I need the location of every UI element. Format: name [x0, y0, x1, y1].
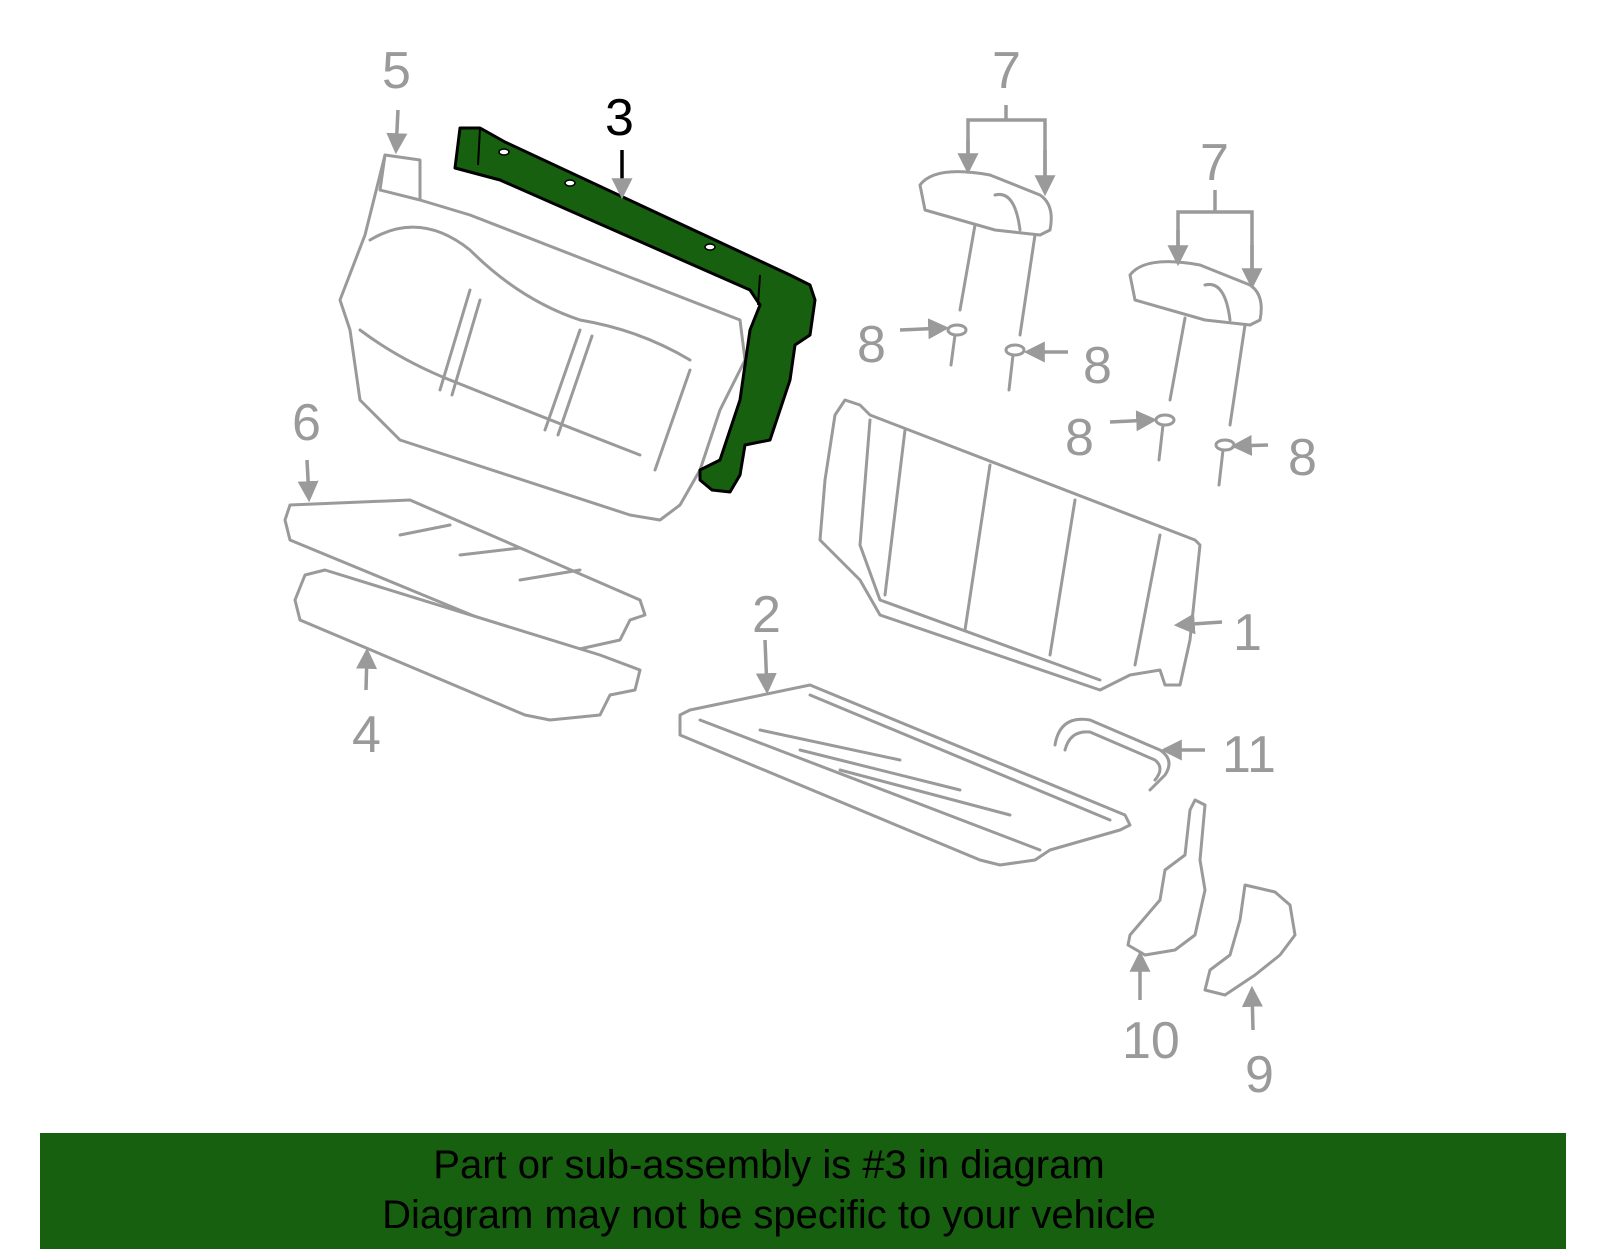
- parts-diagram: 5 3 7 7 8 8 8 8 6 2 1 4 11 10 9: [283, 42, 1317, 1104]
- leader-lines: [297, 105, 1269, 1031]
- part-2-seat-cushion-frame: [678, 683, 1132, 867]
- callout-9: 9: [1245, 1046, 1274, 1104]
- callout-5: 5: [382, 42, 411, 100]
- banner-line-part: Part or sub-assembly is #3 in diagram: [433, 1143, 1105, 1187]
- callout-4: 4: [352, 706, 381, 764]
- part-7-headrest-left: [918, 170, 1053, 337]
- part-11-bracket: [1053, 717, 1171, 792]
- banner-line-disclaimer: Diagram may not be specific to your vehi…: [382, 1193, 1156, 1237]
- callout-3: 3: [605, 89, 634, 147]
- info-banner: Part or sub-assembly is #3 in diagram Di…: [40, 1133, 1566, 1249]
- part-10-hinge: [1126, 798, 1207, 957]
- part-9-hinge-cover: [1203, 883, 1297, 997]
- callout-6: 6: [292, 394, 321, 452]
- callout-10: 10: [1122, 1012, 1180, 1070]
- callout-8d: 8: [1288, 429, 1317, 487]
- callout-11: 11: [1222, 726, 1276, 784]
- part-4-seat-cushion-pad: [293, 568, 642, 722]
- callout-labels: 5 3 7 7 8 8 8 8 6 2 1 4 11 10 9: [292, 42, 1317, 1104]
- part-7-headrest-right: [1128, 260, 1263, 427]
- callout-2: 2: [752, 586, 781, 644]
- part-8-guides: [946, 323, 1236, 487]
- callout-1: 1: [1233, 604, 1262, 662]
- part-1-seat-back-panel: [818, 398, 1202, 692]
- callout-8b: 8: [1083, 337, 1112, 395]
- part-5-seat-back-cover: [338, 153, 747, 522]
- callout-7b: 7: [1200, 134, 1229, 192]
- callout-8a: 8: [857, 316, 886, 374]
- part-3-seat-back-frame: [453, 126, 817, 494]
- callout-7a: 7: [992, 42, 1021, 100]
- callout-8c: 8: [1065, 409, 1094, 467]
